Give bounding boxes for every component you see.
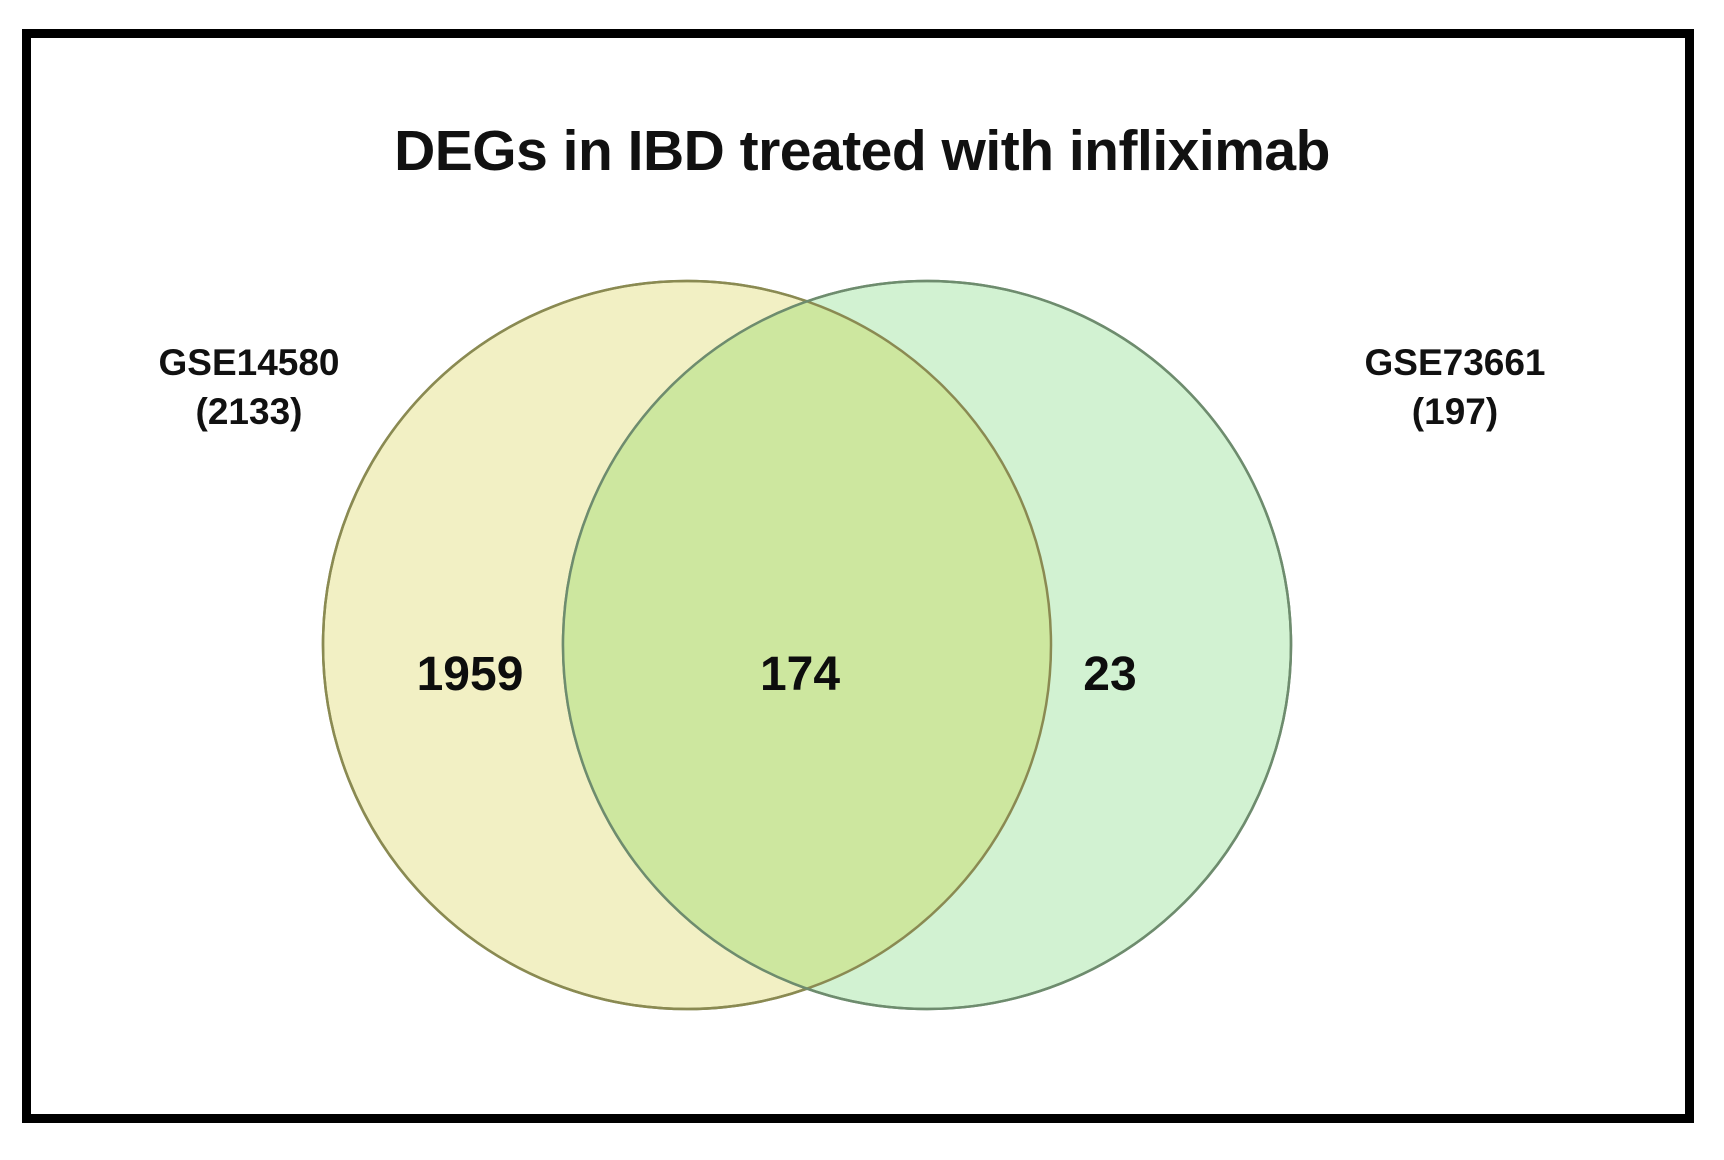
set-label-left-count: (2133) <box>195 391 303 433</box>
region-count-intersection: 174 <box>759 648 841 701</box>
figure-border <box>22 29 1694 1123</box>
set-label-left: GSE14580 (2133) <box>104 338 394 436</box>
region-count-right-only: 23 <box>1083 648 1137 701</box>
page-title: DEGs in IBD treated with infliximab <box>394 119 1330 183</box>
set-label-right-count: (197) <box>1411 391 1499 433</box>
region-count-left-only: 1959 <box>416 648 524 701</box>
set-label-right: GSE73661 (197) <box>1310 338 1600 436</box>
set-label-right-name: GSE73661 <box>1364 342 1546 383</box>
set-label-left-name: GSE14580 <box>158 342 340 383</box>
